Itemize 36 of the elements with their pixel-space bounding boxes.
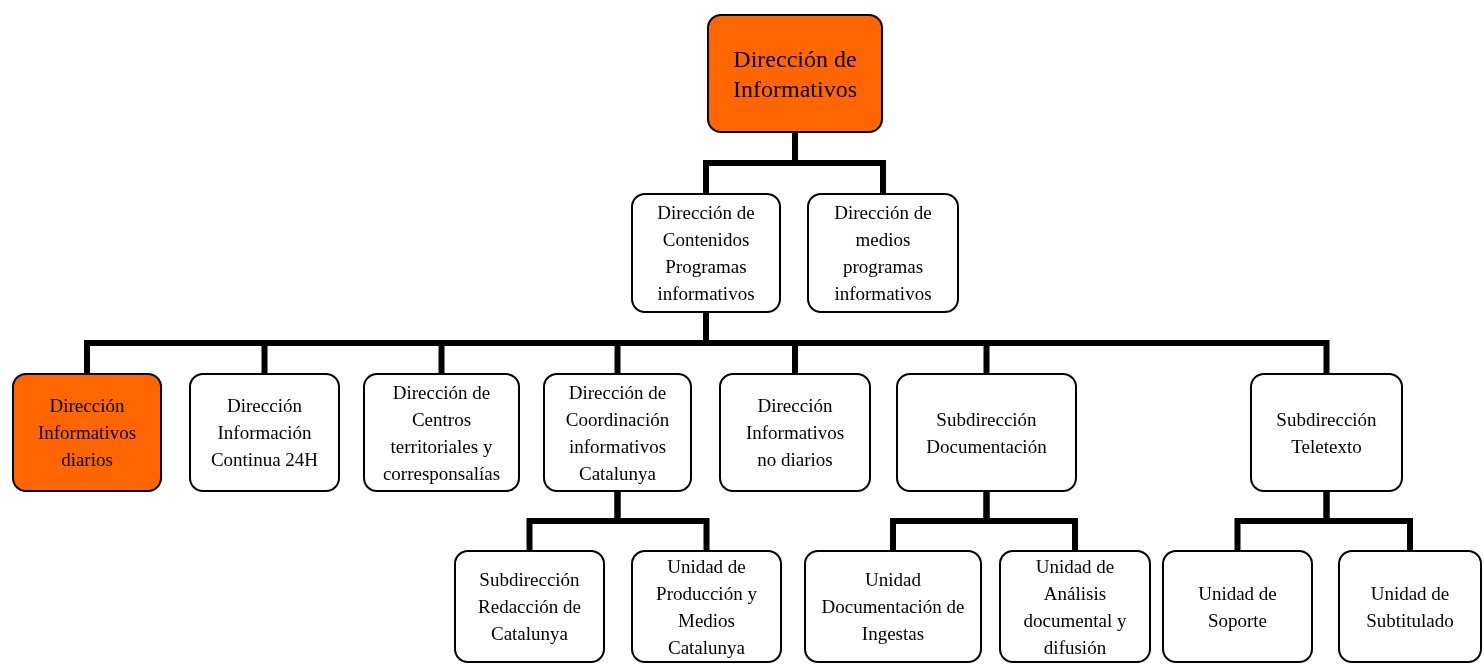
box-label: Subdirección Teletexto xyxy=(1275,407,1378,459)
box-label: Unidad de Subtitulado xyxy=(1365,581,1455,633)
connector-line xyxy=(1323,492,1413,550)
org-box xyxy=(896,373,1077,492)
box-label: Unidad de Soporte xyxy=(1197,581,1278,633)
box-label: Unidad de Producción y Medios Catalunya xyxy=(655,554,758,660)
org-box xyxy=(631,550,782,663)
connector-line xyxy=(614,492,710,550)
box-label: Dirección Informativos diarios xyxy=(36,394,138,472)
box-label: Subdirección Redacción de Catalunya xyxy=(477,568,582,646)
org-box xyxy=(719,373,871,492)
org-box xyxy=(363,373,520,492)
box-label: Dirección de Informativos xyxy=(732,44,858,104)
org-box xyxy=(807,193,959,313)
org-box xyxy=(1250,373,1403,492)
org-box xyxy=(707,14,883,133)
org-box xyxy=(454,550,605,663)
box-label: Dirección Informativos no diarios xyxy=(744,394,846,472)
connector-line xyxy=(983,492,1078,550)
org-box xyxy=(189,373,340,492)
box-label: Dirección de medios programas informativos xyxy=(833,201,933,306)
box-label: Subdirección Documentación xyxy=(925,407,1048,459)
org-box xyxy=(1338,550,1482,663)
connector-line xyxy=(792,133,886,193)
box-label: Unidad de Análisis documental y difusión xyxy=(1022,554,1128,660)
box-label: Dirección Información Continua 24H xyxy=(209,394,320,472)
org-box xyxy=(1162,550,1313,663)
org-box xyxy=(543,373,692,492)
org-box xyxy=(12,373,162,492)
box-label: Dirección de Contenidos Programas informativos xyxy=(656,201,756,306)
org-box xyxy=(631,193,781,313)
org-box xyxy=(804,550,982,663)
org-box xyxy=(999,550,1151,663)
box-label: Dirección de Centros territoriales y corresponsalías xyxy=(381,380,502,486)
box-label: Dirección de Coordinación informativos Catalunya xyxy=(564,380,671,486)
box-label: Unidad Documentación de Ingestas xyxy=(820,568,966,646)
